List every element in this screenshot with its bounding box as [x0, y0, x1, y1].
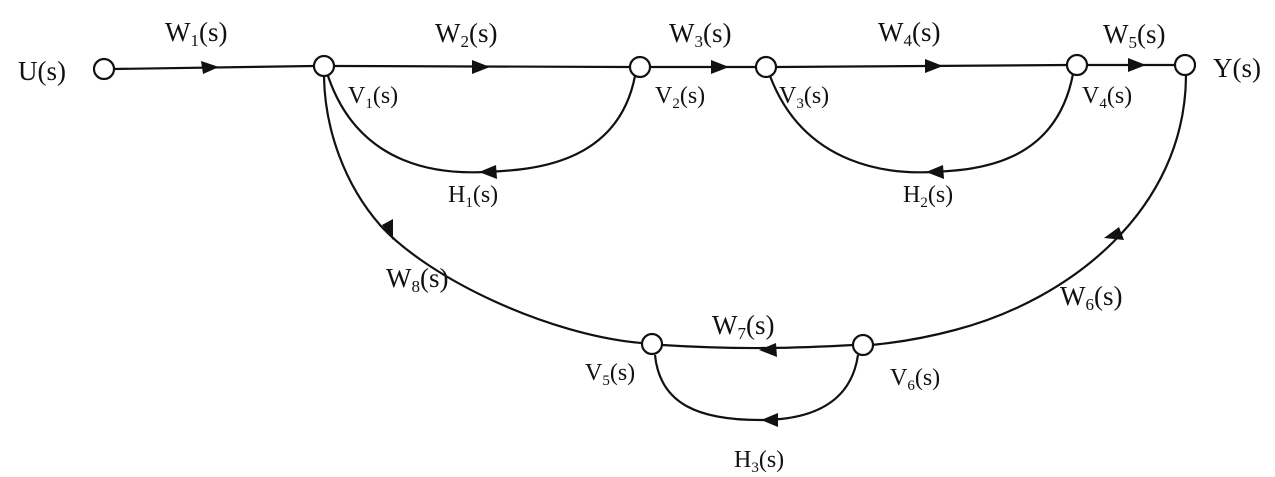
gain-label-w1: W1(s) [165, 17, 227, 50]
arrowhead-w2 [472, 60, 490, 74]
arrowhead-h2 [926, 165, 944, 179]
gain-label-w8: W8(s) [386, 263, 448, 296]
node-label-u: U(s) [18, 56, 66, 86]
gain-label-h2: H2(s) [903, 182, 953, 211]
node-v6 [851, 333, 875, 357]
node-v4 [1065, 53, 1089, 77]
node-label-v6: V6(s) [890, 365, 940, 394]
node-label-v5: V5(s) [585, 360, 635, 389]
node-label-v1: V1(s) [348, 83, 398, 112]
node-v5 [640, 332, 664, 356]
arrowhead-h1 [479, 165, 497, 179]
node-u [92, 57, 116, 81]
branch-w7 [661, 343, 854, 350]
branch-w6 [870, 75, 1188, 347]
node-v1 [312, 54, 336, 78]
node-y [1173, 53, 1197, 77]
node-label-y: Y(s) [1213, 53, 1261, 83]
arrowhead-w5 [1128, 58, 1146, 72]
branch-h3 [653, 354, 860, 422]
gain-label-h3: H3(s) [734, 447, 784, 476]
gain-label-w6: W6(s) [1060, 281, 1122, 314]
arrowhead-w1 [201, 61, 219, 74]
node-v3 [754, 55, 778, 79]
branch-w8 [322, 76, 642, 345]
node-label-v4: V4(s) [1082, 83, 1132, 112]
node-label-v2: V2(s) [655, 83, 705, 112]
node-label-v3: V3(s) [779, 83, 829, 112]
arrowhead-w6 [1104, 227, 1124, 240]
arrowhead-w4 [925, 59, 943, 73]
arrowhead-w7 [759, 343, 777, 357]
gain-label-w3: W3(s) [669, 18, 731, 51]
node-v2 [628, 55, 652, 79]
gain-label-h1: H1(s) [448, 182, 498, 211]
arrowhead-w8 [382, 219, 393, 240]
gain-label-w5: W5(s) [1103, 19, 1165, 52]
arrowhead-w3 [711, 60, 729, 74]
gain-label-w4: W4(s) [878, 17, 940, 50]
gain-label-w2: W2(s) [435, 18, 497, 51]
arrowhead-h3 [761, 413, 778, 427]
branch-w4 [776, 63, 1068, 69]
gain-label-w7: W7(s) [712, 310, 774, 343]
